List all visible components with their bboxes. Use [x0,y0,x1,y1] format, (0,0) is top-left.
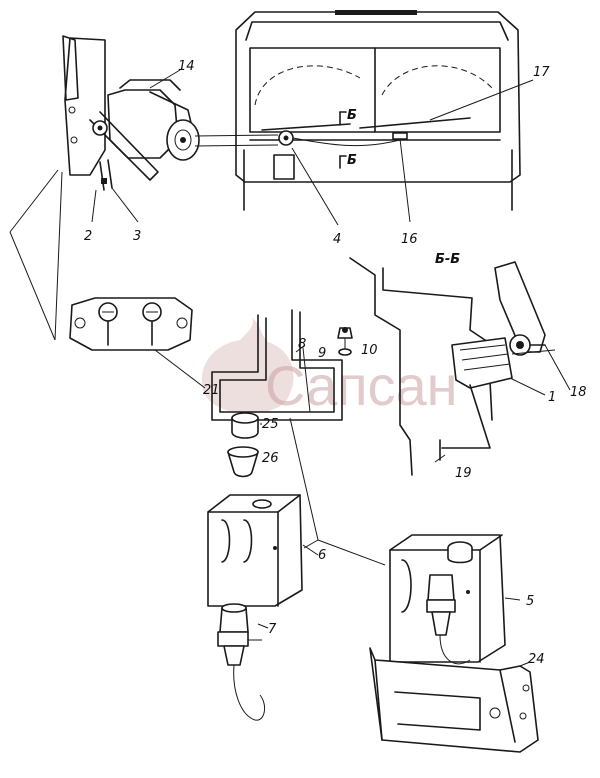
section-view: Б-Б [349,252,571,476]
callout-5: 5 [526,594,534,609]
watermark: Сапсан [201,318,458,417]
washer-tank-6 [207,494,319,607]
callout-24: 24 [528,652,545,667]
callout-6: 6 [318,548,326,563]
callout-8: 8 [298,337,306,352]
callout-4: 4 [333,232,341,247]
bracket-21 [69,297,206,389]
section-title: Б-Б [435,252,460,267]
callout-9: 9 [318,346,326,361]
callout-18: 18 [570,385,587,400]
plug-26 [227,446,259,478]
wiper-motor-assembly [9,35,279,341]
washer-tank-5 [389,534,521,665]
callout-labels: 14 2 3 4 16 17 8 9 10 21 25 26 1 18 19 6… [84,59,587,667]
callout-25: 25 [262,417,279,432]
fitting-9-10 [337,327,353,356]
callout-10: 10 [361,343,378,358]
cab-front-view: Б Б [235,10,521,211]
callout-16: 16 [401,232,418,247]
watermark-text: Сапсан [265,354,458,417]
callout-1: 1 [548,390,556,405]
callout-14: 14 [178,59,195,74]
callout-7: 7 [268,622,277,637]
callout-26: 26 [262,451,279,466]
tank-bracket-24 [369,647,539,753]
leader-lines [91,69,534,629]
section-marker-upper: Б [347,108,357,123]
section-marker-lower: Б [347,153,357,168]
callout-3: 3 [133,229,141,244]
washer-pump-7 [217,603,266,721]
callout-2: 2 [84,229,92,244]
callout-17: 17 [533,65,550,80]
cap-25 [231,412,259,439]
callout-21: 21 [203,383,220,398]
callout-19: 19 [455,466,472,481]
